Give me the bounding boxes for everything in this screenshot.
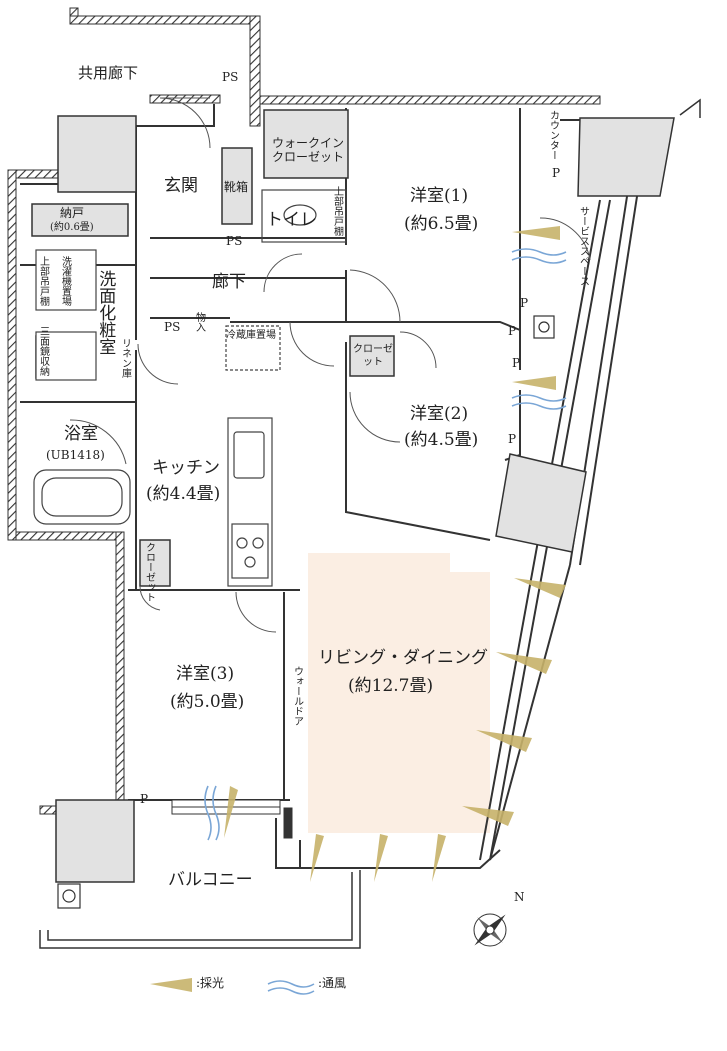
label-p1: P bbox=[552, 166, 561, 180]
label-upper-cabinet-toilet: 上部吊戸棚 bbox=[331, 186, 343, 236]
label-storage: 納戸 bbox=[60, 206, 85, 220]
gray-blocks bbox=[31, 109, 675, 883]
label-p3: P bbox=[508, 324, 517, 338]
label-common-corridor: 共用廊下 bbox=[78, 64, 139, 82]
label-mirror-storage: 三面鏡収納 bbox=[37, 326, 49, 376]
label-corridor: 廊下 bbox=[212, 272, 246, 292]
label-walk-in-closet: ウォークイン クローゼット bbox=[271, 136, 344, 165]
doors bbox=[69, 97, 591, 633]
label-p6: P bbox=[512, 356, 521, 370]
label-counter: カウンター bbox=[547, 110, 559, 160]
legend-light-label: :採光 bbox=[196, 976, 225, 990]
label-toilet: トイレ bbox=[266, 210, 317, 230]
label-upper-cabinet-wash: 上部吊戸棚 bbox=[37, 256, 49, 306]
wind-arrows bbox=[204, 248, 567, 995]
label-stock: 物入 bbox=[193, 312, 205, 332]
label-western3-size: (約5.0畳) bbox=[170, 692, 245, 712]
label-western2-size: (約4.5畳) bbox=[404, 430, 479, 450]
label-living: リビング・ダイニング bbox=[318, 648, 488, 668]
label-p2: P bbox=[520, 296, 529, 310]
light-arrows bbox=[150, 226, 566, 992]
label-balcony: バルコニー bbox=[168, 870, 253, 890]
label-kitchen: キッチン bbox=[152, 458, 220, 478]
label-western1-size: (約6.5畳) bbox=[404, 214, 479, 234]
label-wall-door: ウォールドア bbox=[291, 666, 303, 726]
meter-boxes bbox=[57, 315, 555, 909]
living-room-area bbox=[308, 553, 490, 833]
label-entrance: 玄関 bbox=[164, 176, 198, 196]
label-closet3: クローゼット bbox=[143, 542, 155, 602]
label-fridge: 冷蔵庫置場 bbox=[226, 330, 276, 341]
windows bbox=[171, 799, 293, 839]
compass-north-label: N bbox=[514, 890, 525, 904]
label-washer: 洗濯機置場 bbox=[59, 256, 71, 306]
label-linen: リネン庫 bbox=[119, 338, 131, 378]
label-service-space: サービススペース bbox=[577, 206, 589, 286]
label-p4: P bbox=[508, 432, 517, 446]
label-western2: 洋室(2) bbox=[410, 404, 469, 424]
label-bath: 浴室 bbox=[64, 424, 98, 444]
label-closet2: クローゼット bbox=[353, 344, 393, 368]
label-storage-size: (約0.6畳) bbox=[50, 222, 94, 233]
legend-wind-label: :通風 bbox=[318, 976, 347, 990]
label-living-size: (約12.7畳) bbox=[348, 676, 434, 696]
label-kitchen-size: (約4.4畳) bbox=[146, 484, 221, 504]
label-washroom: 洗面化粧室 bbox=[95, 270, 116, 355]
exterior-walls bbox=[7, 7, 601, 815]
fixtures bbox=[33, 189, 347, 587]
label-bath-size: (UB1418) bbox=[46, 448, 105, 462]
label-western3: 洋室(3) bbox=[176, 664, 235, 684]
balcony-outline bbox=[39, 98, 701, 949]
label-shoe-box: 靴箱 bbox=[224, 180, 249, 194]
label-western1: 洋室(1) bbox=[410, 186, 469, 206]
compass-rose bbox=[473, 913, 507, 947]
label-ps-mid: PS bbox=[226, 234, 243, 248]
label-p5: P bbox=[140, 792, 149, 806]
label-ps-top: PS bbox=[222, 70, 239, 84]
label-ps-small: PS bbox=[164, 320, 181, 334]
